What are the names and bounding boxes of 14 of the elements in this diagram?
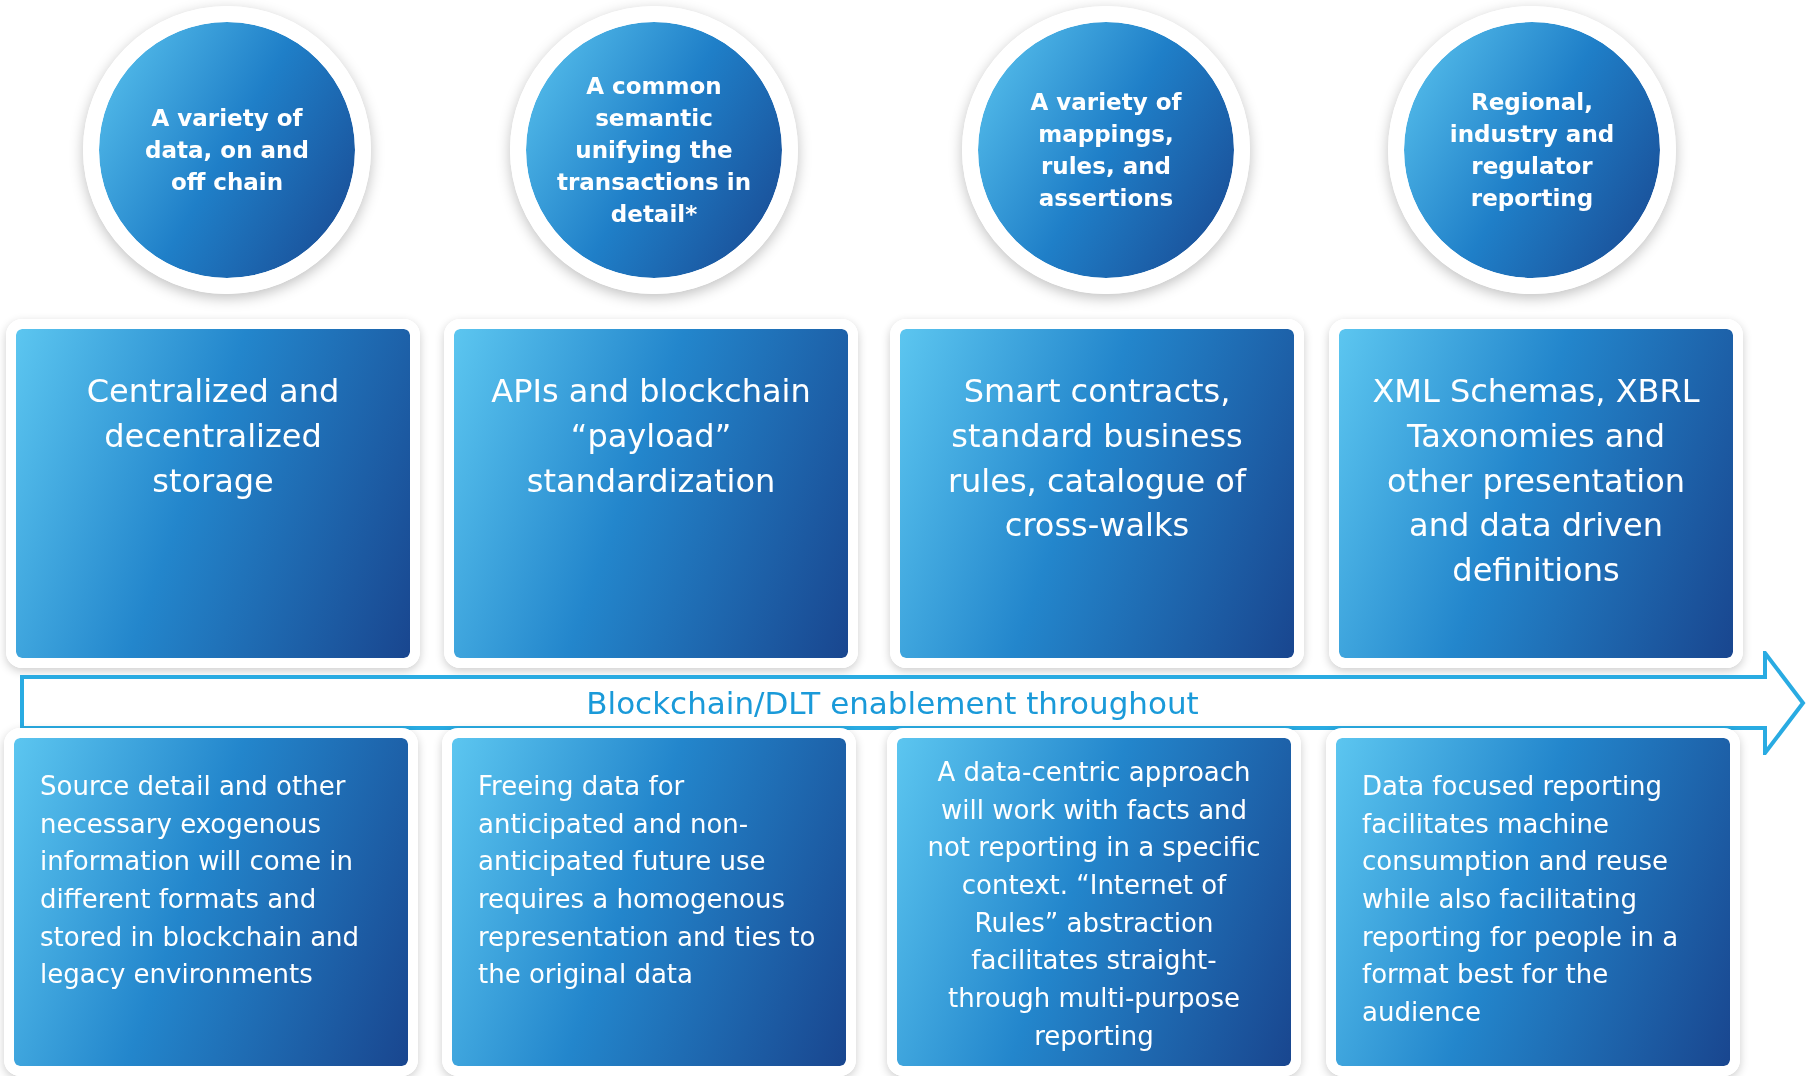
card-text: Data focused reporting facilitates machine consumption and reuse while also facilitating reporting for people in a format best for the audience (1362, 770, 1680, 1030)
band-label: Blockchain/DLT enablement throughout (585, 684, 1200, 723)
card-text: A data-centric approach will work with facts and not reporting in a specific context. “Internet of Rules” abstraction facilitates straight-through multi-purpose reporting (926, 756, 1262, 1053)
card-text: Freeing data for anticipated and non-anticipated future use requires a homogenous representation and ties to the original data (478, 770, 817, 992)
card-text: XML Schemas, XBRL Taxonomies and other presentation and data driven definitions (1371, 371, 1701, 592)
badge-text: Regional, industry and regulator reporting (1448, 87, 1616, 214)
arrow-band (20, 651, 1806, 755)
card-text: Source detail and other necessary exogenous information will come in different formats and stored in blockchain and legacy environments (40, 770, 361, 992)
card-text: Smart contracts, standard business rules, catalogue of cross-walks (946, 371, 1248, 547)
badge-text: A variety of mappings, rules, and assertions (1029, 87, 1183, 214)
badge-text: A variety of data, on and off chain (144, 103, 310, 198)
card-text: Centralized and decentralized storage (85, 371, 341, 502)
badge-text: A common semantic unifying the transactions in detail* (555, 71, 753, 230)
card-text: APIs and blockchain “payload” standardization (490, 371, 812, 502)
